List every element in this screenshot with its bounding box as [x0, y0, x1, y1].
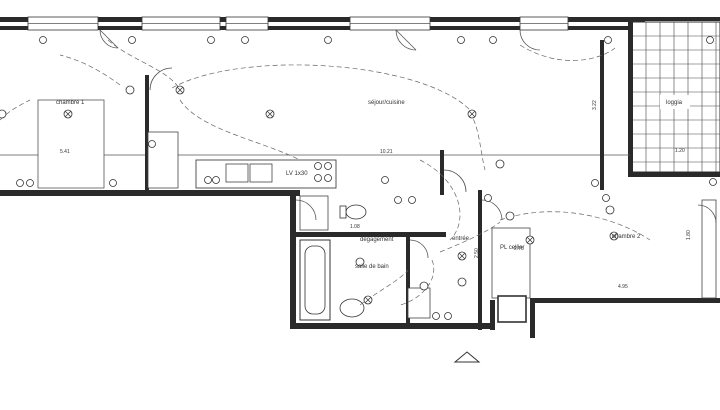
dimension-labels: 5.41 10.21 3.22 1.20 1.08 2.50 4.95 1.80… — [60, 100, 692, 290]
dim-120: 1.20 — [675, 148, 685, 154]
label-sdb: salle de bain — [355, 264, 389, 270]
label-placard: PL cellier — [500, 245, 524, 251]
dim-250: 2.50 — [474, 248, 480, 258]
dim-541: 5.41 — [60, 149, 70, 155]
dim-1021: 10.21 — [380, 149, 393, 155]
label-degagement: dégagement — [360, 237, 394, 243]
washbasin — [339, 287, 431, 319]
label-chambre-2: chambre 2 — [612, 234, 641, 240]
label-sejour: séjour/cuisine — [368, 100, 405, 106]
label-loggia: loggia — [666, 100, 683, 106]
dim-495: 4.95 — [618, 284, 628, 290]
window-bays — [27, 16, 569, 31]
loggia-area — [628, 17, 720, 177]
label-entree: entrée — [452, 236, 470, 242]
lower-block-walls — [290, 172, 720, 338]
dim-180: 1.80 — [686, 230, 692, 240]
dim-275: 2.75 — [514, 246, 524, 252]
room-labels: chambre 1 séjour/cuisine loggia chambre … — [56, 100, 683, 270]
label-chambre-1: chambre 1 — [56, 100, 85, 106]
label-lv: LV 1x30 — [286, 171, 308, 177]
electrical-wiring — [0, 39, 651, 306]
top-wall — [0, 16, 645, 31]
entry-triangle — [453, 351, 481, 363]
light-symbols — [0, 85, 619, 305]
bathtub — [299, 239, 331, 321]
socket-symbols — [16, 36, 717, 320]
door-swings — [99, 29, 717, 259]
dim-108: 1.08 — [350, 224, 360, 230]
dim-322: 3.22 — [592, 100, 598, 110]
kitchen-counter — [147, 131, 337, 189]
